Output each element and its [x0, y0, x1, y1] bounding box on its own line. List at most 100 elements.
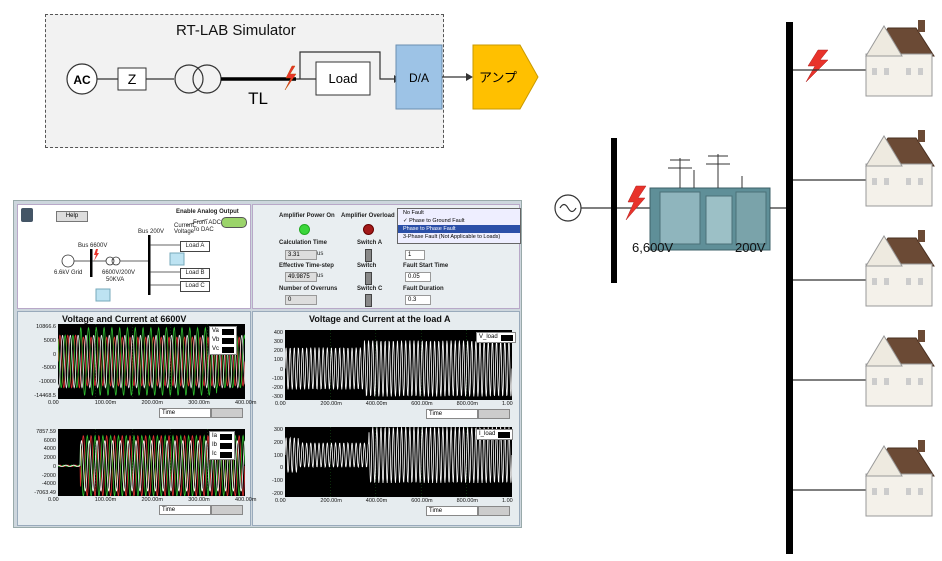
- substation-icon: [649, 154, 771, 251]
- amplifier-shape: [472, 44, 539, 110]
- legend-label: V_load: [479, 334, 498, 340]
- x-tick-label: 200.00m: [320, 401, 342, 407]
- fault-start-value[interactable]: 0.05: [405, 272, 431, 282]
- load-a-box[interactable]: Load A: [180, 241, 210, 252]
- legend-swatch: [219, 451, 232, 458]
- bus-6600-label: Bus 6600V: [78, 243, 108, 249]
- ac-label: AC: [73, 73, 91, 87]
- switch-c-label: Switch C: [357, 286, 383, 292]
- enable-analog-toggle[interactable]: [221, 217, 247, 228]
- legend-label: Ic: [212, 451, 217, 457]
- hv-voltage-label: 6,600V: [632, 240, 674, 255]
- fault-menu-item[interactable]: ✓ Phase to Ground Fault: [403, 218, 465, 224]
- switch-c-toggle[interactable]: [365, 294, 372, 307]
- fault-menu-item-selected[interactable]: Phase to Phase Fault: [398, 225, 520, 233]
- switch-b-toggle[interactable]: [365, 272, 372, 285]
- grid-label: 6.6kV Grid: [54, 270, 83, 276]
- y-tick-label: 200: [273, 348, 283, 355]
- x-tick-label: 300.00m: [188, 400, 210, 406]
- house-icon: [865, 330, 935, 407]
- fault-duration-value[interactable]: 0.3: [405, 295, 431, 305]
- waveform-trace: [285, 427, 512, 484]
- xfmr-rating: 50KVA: [106, 277, 125, 283]
- fault-type-value[interactable]: 1: [405, 250, 425, 260]
- x-tick-label: 100.00m: [94, 497, 117, 503]
- plot-title-load: Voltage and Current at the load A: [309, 314, 451, 324]
- fault-menu-item[interactable]: No Fault: [403, 210, 424, 216]
- graph-palette-tools[interactable]: [478, 506, 510, 516]
- graph-palette-tools[interactable]: [478, 409, 510, 419]
- legend-label: I_load: [479, 431, 496, 437]
- hv-bus-bar: [611, 138, 617, 283]
- calc-time-label: Calculation Time: [279, 240, 327, 246]
- eff-step-unit: us: [317, 273, 324, 279]
- transformer-icon: [174, 64, 204, 94]
- y-tick-label: -200: [271, 491, 283, 497]
- da-label: D/A: [409, 71, 429, 85]
- x-tick-label: 600.00m: [411, 498, 433, 504]
- y-tick-label: -100: [271, 478, 283, 485]
- x-axis-name-box: Time: [426, 506, 478, 516]
- labview-front-panel: Help Enable Analog Output Bus 6600V Bus …: [13, 200, 522, 528]
- house-icon: [865, 130, 935, 207]
- load-label: Load: [329, 71, 358, 86]
- x-tick-label: 400.00m: [235, 400, 257, 406]
- load-box: [315, 61, 371, 96]
- load-c-box[interactable]: Load C: [180, 281, 210, 292]
- switch-a-toggle[interactable]: [365, 249, 372, 262]
- y-tick-label: -200: [271, 384, 283, 391]
- lv-bus-bar: [786, 22, 793, 554]
- rt-lab-simulator-box: [45, 14, 444, 148]
- legend-label: Vc: [212, 346, 220, 352]
- lv-voltage-label: 200V: [735, 240, 766, 255]
- opal-logo-icon: [21, 208, 33, 222]
- fault-duration-label: Fault Duration: [403, 286, 444, 292]
- x-tick-label: 600.00m: [411, 401, 433, 407]
- from-adc-label: From ADC: [193, 220, 222, 226]
- legend-label: Ia: [212, 433, 218, 439]
- legend-entry: V_load: [477, 333, 515, 342]
- waveform-trace: [58, 334, 245, 389]
- graph-palette-tools[interactable]: [211, 408, 243, 418]
- y-tick-label: 200: [273, 439, 283, 446]
- plot-legend: I_load: [476, 429, 514, 440]
- schematic-pane: Help Enable Analog Output Bus 6600V Bus …: [17, 204, 251, 309]
- plot-load-current: [285, 427, 512, 497]
- simulator-title: RT-LAB Simulator: [176, 22, 296, 39]
- load-b-box[interactable]: Load B: [180, 268, 210, 279]
- help-button[interactable]: Help: [56, 211, 88, 222]
- y-tick-label: 100: [273, 357, 283, 364]
- graph-palette-tools[interactable]: [211, 505, 243, 515]
- da-converter-box: [395, 44, 443, 110]
- house-icon: [865, 230, 935, 307]
- y-tick-label: -4000: [41, 481, 56, 488]
- legend-swatch: [500, 334, 513, 341]
- house-icon: [865, 440, 935, 517]
- switch-b-label: Switch: [357, 263, 377, 269]
- hv-fault-bolt-icon: [625, 185, 647, 221]
- x-tick-label: 200.00m: [320, 498, 342, 504]
- legend-entry: Ic: [210, 450, 234, 459]
- switch-a-label: Switch A: [357, 240, 383, 246]
- legend-swatch: [220, 433, 233, 440]
- eff-step-value: 49.9875: [285, 272, 317, 282]
- legend-swatch: [222, 346, 235, 353]
- amp-label: アンプ: [479, 70, 517, 85]
- x-tick-label: 300.00m: [188, 497, 210, 503]
- legend-label: Va: [212, 328, 219, 334]
- x-tick-label: 1.00: [502, 401, 513, 407]
- fault-menu-item[interactable]: 3-Phase Fault (Not Applicable to Loads): [403, 234, 501, 240]
- overruns-label: Number of Overruns: [279, 286, 338, 292]
- y-tick-label: -7063.49: [34, 490, 56, 496]
- waveform-svg: [285, 427, 512, 497]
- amp-power-on-label: Amplifier Power On: [279, 213, 335, 219]
- house-icon: [865, 20, 935, 97]
- legend-entry: Vb: [210, 336, 236, 345]
- x-tick-label: 200.00m: [141, 497, 163, 503]
- x-tick-label: 400.00m: [365, 498, 388, 504]
- waveform-trace: [285, 340, 512, 397]
- x-axis-name-box: Time: [159, 505, 211, 515]
- fault-type-dropdown-menu[interactable]: No Fault ✓ Phase to Ground Fault Phase t…: [397, 208, 521, 244]
